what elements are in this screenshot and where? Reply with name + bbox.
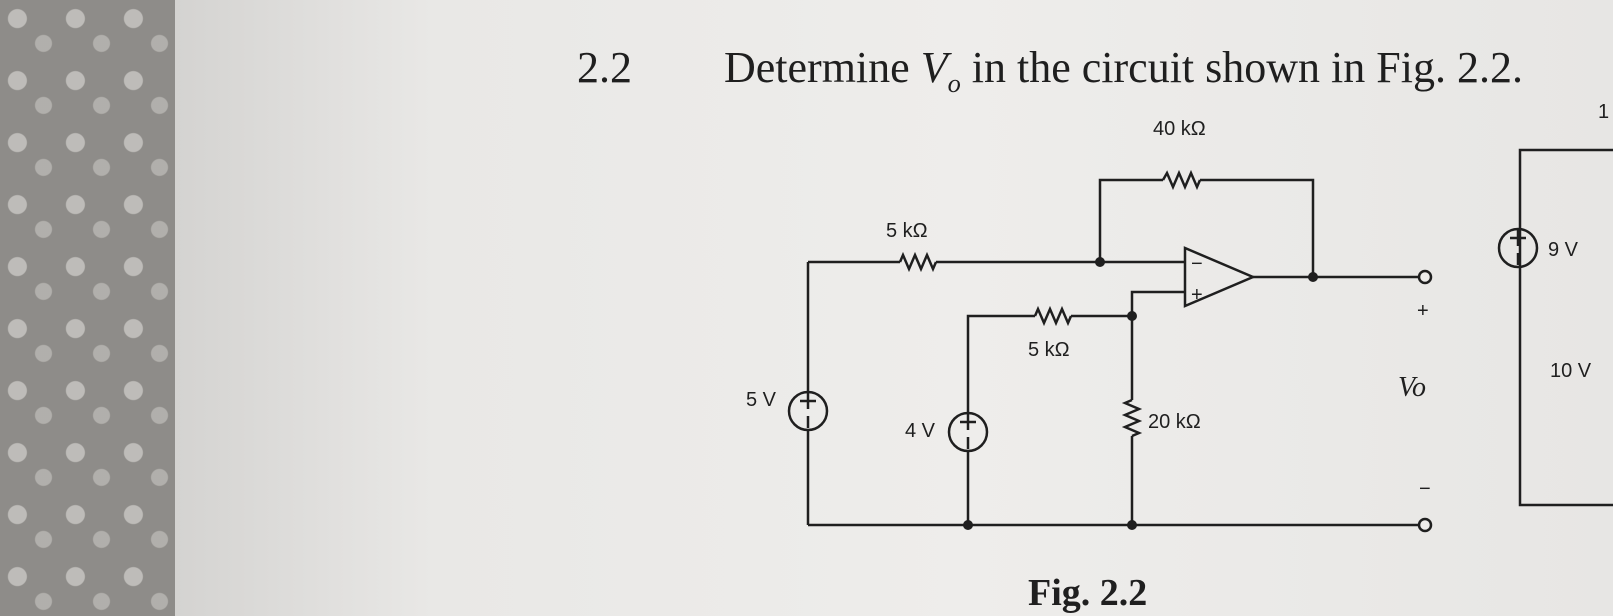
resistor-5k-input-symbol — [898, 251, 938, 273]
figure-caption: Fig. 2.2 — [1028, 572, 1148, 614]
adjacent-source-9v-circle — [1497, 227, 1539, 269]
output-voltage-label: Vo — [1398, 372, 1426, 403]
junction-inverting-node — [1095, 257, 1105, 267]
wire-feedback-right — [1200, 178, 1315, 276]
resistor-20k-symbol — [1121, 398, 1143, 438]
output-terminal-bottom — [1417, 517, 1433, 533]
label-20k: 20 kΩ — [1148, 411, 1201, 433]
background-fabric — [0, 0, 175, 616]
opamp-triangle — [1183, 246, 1257, 308]
output-plus-label: + — [1417, 300, 1429, 322]
textbook-page — [175, 0, 1613, 616]
problem-number: 2.2 — [577, 43, 632, 92]
opamp-minus-label: − — [1191, 253, 1203, 275]
wire-feedback-left — [1098, 178, 1163, 262]
resistor-40k-symbol — [1161, 169, 1202, 191]
junction-ground-20k — [1127, 520, 1137, 530]
source-5v-plus-mark — [800, 393, 816, 409]
label-40k: 40 kΩ — [1153, 118, 1206, 140]
problem-text-suffix: in the circuit shown in Fig. 2.2. — [960, 43, 1523, 92]
source-4v-plus-mark — [960, 414, 976, 430]
label-5v: 5 V — [746, 389, 777, 411]
wire-4v-up — [966, 314, 1035, 413]
junction-output-node — [1308, 272, 1318, 282]
label-5k-input: 5 kΩ — [886, 220, 928, 242]
adjacent-top-label: 1 — [1598, 101, 1609, 123]
problem-variable-subscript: o — [947, 67, 961, 98]
adjacent-10v-label: 10 V — [1550, 360, 1592, 382]
source-4v-circle — [947, 411, 989, 453]
opamp-plus-label: + — [1191, 284, 1203, 306]
adjacent-figure-wire — [1518, 148, 1613, 507]
adjacent-source-plus-mark — [1510, 230, 1526, 246]
label-5k-noninv: 5 kΩ — [1028, 339, 1070, 361]
resistor-5k-noninv-symbol — [1033, 305, 1073, 327]
output-minus-label: − — [1419, 478, 1431, 500]
label-4v: 4 V — [905, 420, 936, 442]
adjacent-9v-label: 9 V — [1548, 239, 1579, 261]
source-5v-circle — [787, 390, 829, 432]
junction-ground-4v — [963, 520, 973, 530]
wire-r5k-to-opamp-plus — [1071, 290, 1185, 318]
junction-noninverting-node — [1127, 311, 1137, 321]
problem-text-prefix: Determine — [724, 43, 921, 92]
output-terminal-top — [1417, 269, 1433, 285]
problem-variable: V — [920, 43, 948, 92]
problem-statement: Determine Vo in the circuit shown in Fig… — [724, 42, 1523, 99]
